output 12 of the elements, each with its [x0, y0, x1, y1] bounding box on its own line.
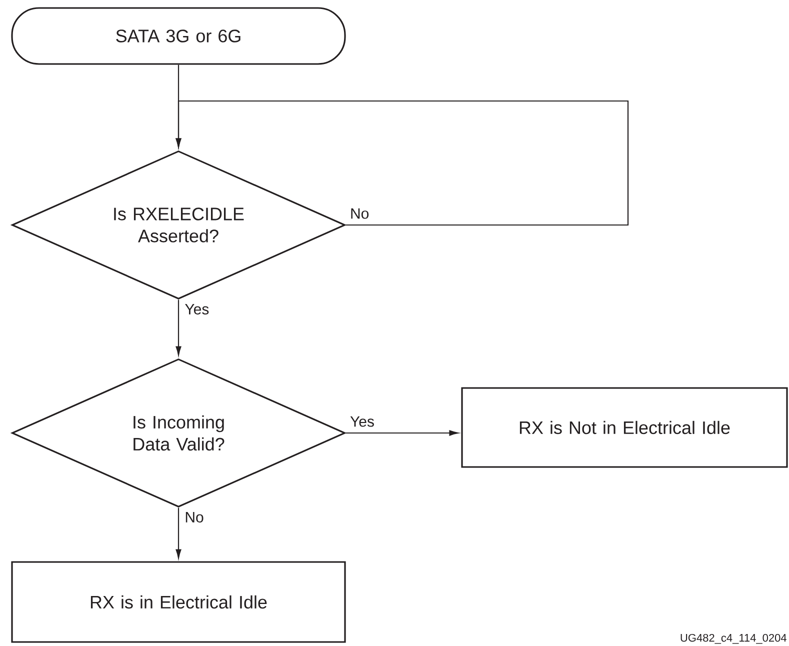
arrow: [346, 430, 458, 436]
edge-label: No: [182, 510, 206, 524]
process-box: RX is Not in Electrical Idle: [461, 387, 788, 468]
arrow: [176, 100, 629, 226]
figure-id: UG482_c4_114_0204: [680, 634, 786, 644]
edge-label: No: [348, 206, 372, 221]
arrow: [176, 300, 182, 356]
process-box: RX is in Electrical Idle: [11, 561, 346, 643]
arrow: [176, 508, 182, 558]
terminator-box: SATA 3G or 6G: [11, 7, 346, 65]
edge-label: Yes: [182, 302, 212, 316]
edge-label: Yes: [348, 414, 376, 429]
